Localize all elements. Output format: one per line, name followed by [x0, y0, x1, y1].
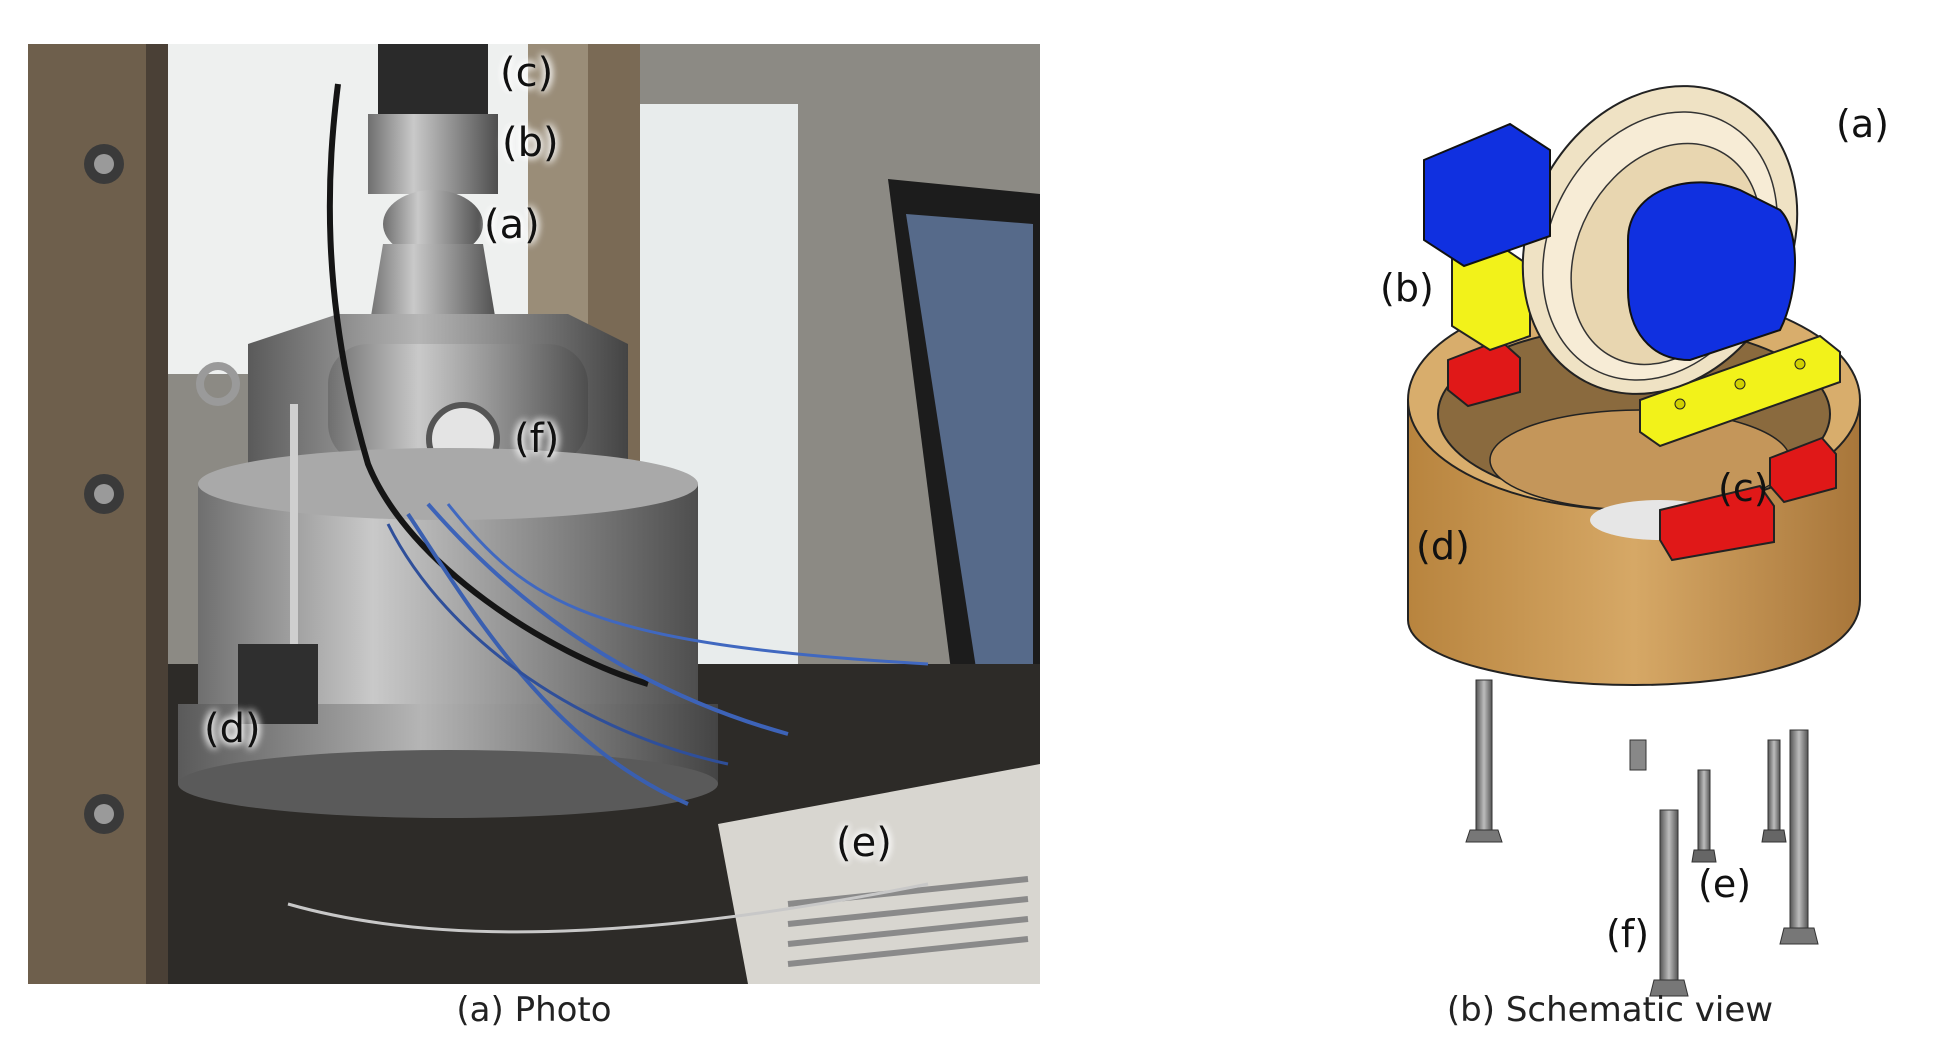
photo-drawing [28, 44, 1040, 984]
yellow-plates [1451, 238, 1841, 448]
photo-label-d: (d) [204, 706, 261, 752]
schematic-label-b: (b) [1380, 266, 1434, 310]
schematic-drawing [1407, 85, 1861, 997]
bolts [1465, 679, 1819, 997]
photo-label-c: (c) [500, 50, 554, 96]
photo-label-b: (b) [502, 120, 559, 166]
schematic-label-a: (a) [1836, 102, 1889, 146]
schematic-image: (a) (b) (c) (d) (e) (f) [1360, 40, 1900, 1000]
blue-blocks [1423, 122, 1796, 362]
schematic-label-c: (c) [1718, 466, 1769, 510]
photo-label-f: (f) [514, 416, 560, 462]
schematic-caption: (b) Schematic view [1446, 990, 1774, 1030]
photo-image: (c) (b) (a) (f) (d) (e) [28, 44, 1040, 984]
photo-caption: (a) Photo [456, 990, 612, 1030]
schematic-label-e: (e) [1698, 862, 1752, 906]
photo-label-a: (a) [484, 202, 540, 248]
schematic-label-d: (d) [1416, 524, 1470, 568]
photo-label-e: (e) [836, 820, 892, 866]
schematic-label-f: (f) [1606, 912, 1650, 956]
red-wedges [1447, 338, 1837, 562]
